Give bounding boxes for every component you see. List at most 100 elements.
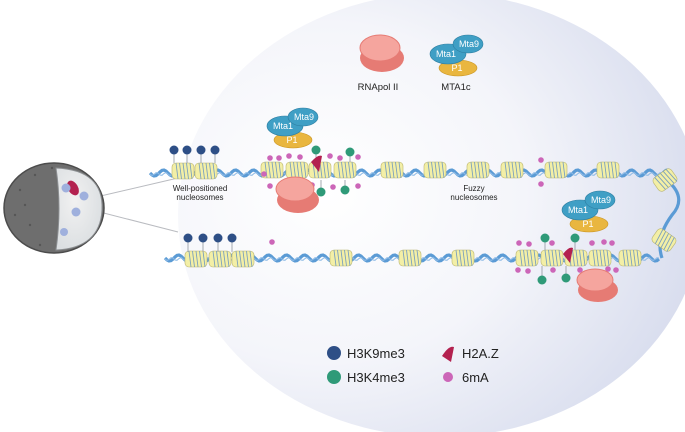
legend-h3k9me3-swatch — [327, 346, 341, 360]
dna-upper-strand-highlight — [149, 171, 669, 177]
nucleosome-upper — [500, 161, 524, 179]
h3k9me3-mark — [198, 233, 208, 243]
svg-text:P1: P1 — [451, 63, 462, 73]
zoom-line-top — [91, 177, 179, 199]
h3k9me3-mark — [196, 145, 206, 155]
h3k4me3-mark — [316, 187, 326, 197]
nucleosome-connector — [651, 228, 677, 252]
6ma-mark — [297, 154, 303, 160]
mta1c-label: MTA1c — [441, 82, 471, 93]
h3k9me3-mark — [183, 233, 193, 243]
6ma-mark — [538, 157, 544, 163]
nucleosome-upper — [423, 161, 447, 179]
h3k9me3-mark — [227, 233, 237, 243]
legend: H3K9me3 H2A.Z H3K4me3 6mA — [327, 346, 499, 385]
h3k4me3-mark — [340, 185, 350, 195]
nucleosome-lower — [398, 249, 422, 267]
svg-text:Mta1: Mta1 — [273, 121, 293, 131]
nucleosome-lower — [540, 249, 564, 267]
h3k9me3-mark — [213, 233, 223, 243]
6ma-mark — [538, 181, 544, 187]
6ma-mark — [355, 154, 361, 160]
well-positioned-label-line1: Well-positioned — [173, 184, 228, 193]
6ma-mark — [337, 155, 343, 161]
nucleosome-lower — [515, 249, 539, 267]
nucleosome-upper — [285, 161, 309, 179]
6ma-mark — [327, 153, 333, 159]
6ma-mark — [516, 240, 522, 246]
svg-text:Mta1: Mta1 — [436, 49, 456, 59]
6ma-mark — [613, 267, 619, 273]
nucleosome-lower — [451, 249, 475, 267]
legend-h2az-swatch — [442, 346, 454, 362]
6ma-mark — [286, 153, 292, 159]
6ma-mark — [515, 267, 521, 273]
legend-6ma-swatch — [443, 372, 453, 382]
h3k4me3-mark — [537, 275, 547, 285]
mta1c-complex-lower: P1 Mta1 Mta9 — [561, 190, 616, 233]
h3k4me3-mark — [561, 273, 571, 283]
nucleosome-lower — [329, 249, 353, 267]
h3k9me3-mark — [210, 145, 220, 155]
nucleosome-lower — [208, 250, 232, 268]
6ma-mark — [267, 183, 273, 189]
rnapol-ii-label: RNApol II — [358, 82, 399, 93]
6ma-mark — [549, 240, 555, 246]
nucleosome-lower — [588, 249, 612, 267]
6ma-mark — [609, 240, 615, 246]
svg-text:Mta9: Mta9 — [591, 195, 611, 205]
svg-text:P1: P1 — [582, 219, 593, 229]
nucleosome-upper — [596, 161, 620, 179]
h2az-mark-upper — [311, 155, 322, 172]
svg-text:Mta9: Mta9 — [294, 112, 314, 122]
nucleosome-upper — [544, 161, 568, 179]
h3k4me3-mark — [345, 147, 355, 157]
6ma-mark — [269, 239, 275, 245]
dna-upper-strand — [148, 168, 669, 178]
h3k4me3-mark — [570, 233, 580, 243]
mta1c-complex-upper: P1 Mta1 Mta9 — [266, 107, 319, 149]
cell-icon — [3, 162, 105, 254]
rnapol-ii-icon — [359, 34, 404, 72]
6ma-mark — [526, 241, 532, 247]
well-positioned-label-line2: nucleosomes — [176, 193, 223, 202]
6ma-mark — [601, 239, 607, 245]
legend-h3k9me3-label: H3K9me3 — [347, 346, 405, 361]
svg-text:P1: P1 — [286, 135, 297, 145]
nucleosome-upper — [466, 161, 490, 179]
h3k4me3-mark — [540, 233, 550, 243]
mta1c-complex-icon: P1 Mta1 Mta9 — [429, 34, 484, 77]
rnapol-ii-upper — [275, 176, 319, 213]
fuzzy-label-line1: Fuzzy — [463, 184, 484, 193]
nucleosome-upper — [194, 162, 218, 180]
legend-6ma-label: 6mA — [462, 370, 489, 385]
zoom-line-bottom — [91, 209, 179, 233]
legend-h3k4me3-label: H3K4me3 — [347, 370, 405, 385]
6ma-mark — [589, 240, 595, 246]
nucleus-zoom-background — [178, 0, 685, 432]
nucleosome-connector — [652, 168, 678, 192]
histone-marks-layer — [169, 145, 619, 285]
6ma-mark — [605, 266, 611, 272]
6ma-mark — [261, 171, 267, 177]
6ma-mark — [276, 155, 282, 161]
nucleosome-lower — [618, 249, 642, 267]
svg-text:Mta9: Mta9 — [459, 39, 479, 49]
6ma-mark — [525, 268, 531, 274]
h3k9me3-mark — [182, 145, 192, 155]
legend-h3k4me3-swatch — [327, 370, 341, 384]
h3k9me3-mark — [169, 145, 179, 155]
6ma-mark — [330, 184, 336, 190]
fuzzy-label-line2: nucleosomes — [450, 193, 497, 202]
nucleosome-upper — [380, 161, 404, 179]
nucleosome-lower — [231, 250, 255, 268]
nucleosome-upper — [333, 161, 357, 179]
h3k4me3-mark — [311, 145, 321, 155]
6ma-mark — [267, 155, 273, 161]
nucleosome-layer — [171, 161, 678, 268]
6ma-mark — [355, 183, 361, 189]
nucleosome-lower — [184, 250, 208, 268]
6ma-mark — [550, 267, 556, 273]
legend-h2az-label: H2A.Z — [462, 346, 499, 361]
